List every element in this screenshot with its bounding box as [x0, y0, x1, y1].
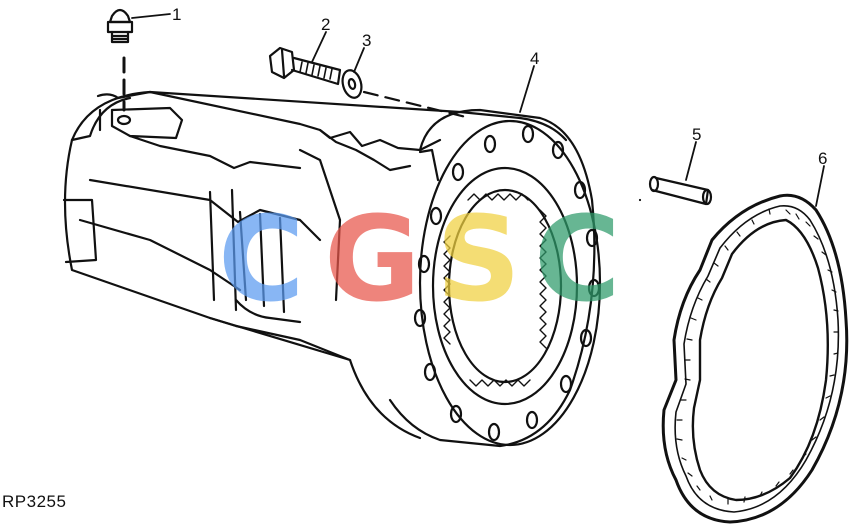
callout-2: 2 [321, 15, 330, 34]
callout-3: 3 [362, 31, 371, 50]
watermark-letter-1: C [218, 190, 305, 328]
part-1-grease-fitting [106, 8, 134, 44]
callout-4: 4 [530, 49, 539, 68]
callout-1: 1 [172, 5, 181, 24]
watermark-letter-2: G [324, 190, 421, 328]
callout-6: 6 [818, 149, 827, 168]
part-2-cap-screw [268, 46, 342, 86]
part-4-housing [62, 90, 602, 448]
watermark-letter-4: C [534, 190, 621, 328]
watermark: C G S C [218, 190, 621, 328]
part-6-gasket [638, 193, 849, 524]
leader-lines [131, 13, 825, 207]
watermark-letter-3: S [436, 190, 521, 328]
part-3-washer [341, 69, 363, 99]
part-5-dowel-pin [648, 175, 713, 206]
callout-5: 5 [692, 125, 701, 144]
reference-code: RP3255 [2, 492, 67, 511]
